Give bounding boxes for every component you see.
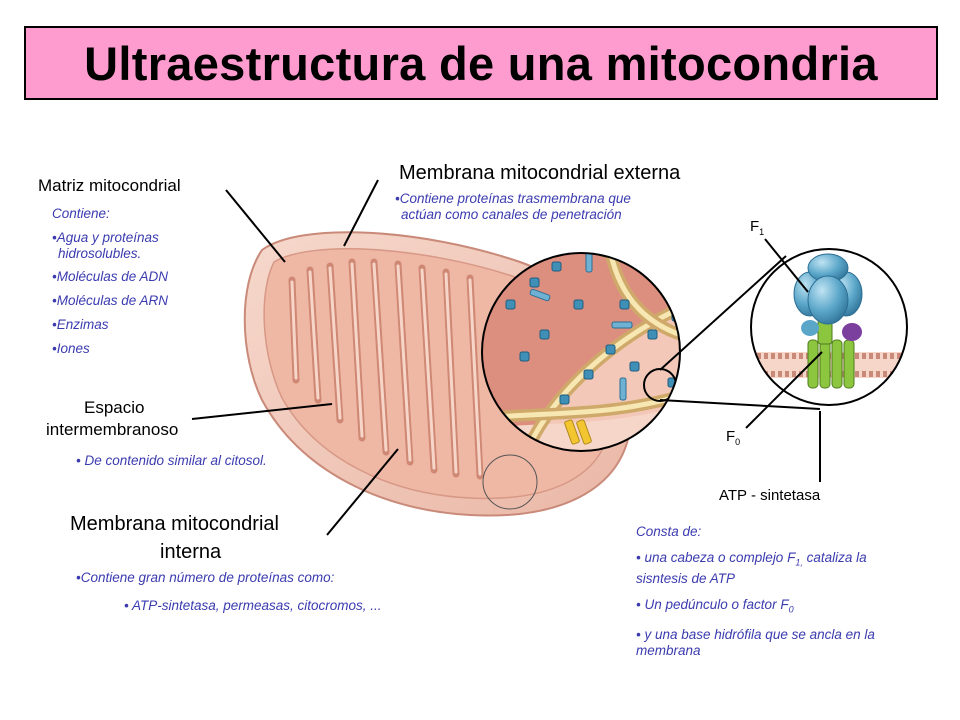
inner-membrane-label-line1: Membrana mitocondrial bbox=[70, 513, 279, 535]
atp-item-1-line2: sisntesis de ATP bbox=[636, 570, 736, 586]
atp-item-1-text-b: cataliza la bbox=[802, 550, 867, 565]
atp-item-2-text: • Un pedúnculo o factor F bbox=[636, 596, 789, 612]
f0-label-sub: 0 bbox=[735, 437, 741, 447]
intermembrane-label-line1: Espacio bbox=[84, 398, 145, 417]
page-title: Ultraestructura de una mitocondria bbox=[84, 36, 878, 90]
atp-item-3-line2: membrana bbox=[636, 643, 701, 659]
matrix-item: •Agua y proteínas bbox=[52, 230, 159, 245]
matrix-item: •Enzimas bbox=[52, 317, 109, 332]
matrix-item: hidrosolubles. bbox=[58, 246, 142, 261]
inner-membrane-note-line2: • ATP-sintetasa, permeasas, citocromos, … bbox=[124, 598, 382, 613]
atp-item-2: • Un pedúnculo o factor F0 bbox=[636, 597, 936, 618]
atp-item-1-sub: 1, bbox=[795, 557, 803, 568]
atp-synthase-zoom-circle bbox=[750, 248, 908, 406]
f0-label: F0 bbox=[726, 428, 740, 447]
f1-label-sub: 1 bbox=[759, 227, 765, 237]
atp-synthase-notes: Consta de: • una cabeza o complejo F1, c… bbox=[636, 524, 936, 659]
atp-consta: Consta de: bbox=[636, 524, 702, 539]
matrix-item: •Moléculas de ARN bbox=[52, 293, 169, 308]
matrix-intro: Contiene: bbox=[52, 206, 110, 221]
outer-membrane-note: •Contiene proteínas trasmembrana que act… bbox=[395, 191, 631, 223]
outer-membrane-label: Membrana mitocondrial externa bbox=[399, 162, 681, 184]
matrix-item: •Iones bbox=[52, 341, 90, 356]
inner-membrane-note-line1: •Contiene gran número de proteínas como: bbox=[76, 570, 335, 585]
f0-label-main: F bbox=[726, 428, 736, 445]
intermembrane-note: • De contenido similar al citosol. bbox=[76, 453, 267, 468]
zoom-origin-circle bbox=[482, 454, 538, 510]
atp-item-2-sub: 0 bbox=[788, 604, 794, 615]
matrix-item: •Moléculas de ADN bbox=[52, 269, 169, 284]
outer-membrane-note-line: •Contiene proteínas trasmembrana que bbox=[395, 191, 631, 206]
atp-item-1: • una cabeza o complejo F1, cataliza la bbox=[636, 550, 936, 571]
atp-item-1-text: • una cabeza o complejo F bbox=[636, 550, 796, 565]
matrix-label: Matriz mitocondrial bbox=[38, 176, 181, 195]
leader-lines bbox=[191, 179, 823, 536]
title-banner: Ultraestructura de una mitocondria bbox=[24, 26, 938, 100]
inner-membrane-label-line2: interna bbox=[160, 541, 222, 563]
atp-item-3-line1: • y una base hidrófila que se ancla en l… bbox=[636, 627, 875, 643]
matrix-notes: Contiene: •Agua y proteínas hidrosoluble… bbox=[52, 206, 168, 357]
atp-synthase-label: ATP - sintetasa bbox=[719, 487, 821, 504]
f1-label: F1 bbox=[750, 218, 764, 237]
f1-label-main: F bbox=[750, 218, 760, 235]
outer-membrane-note-line: actúan como canales de penetración bbox=[401, 207, 622, 222]
intermembrane-label-line2: intermembranoso bbox=[46, 420, 179, 439]
